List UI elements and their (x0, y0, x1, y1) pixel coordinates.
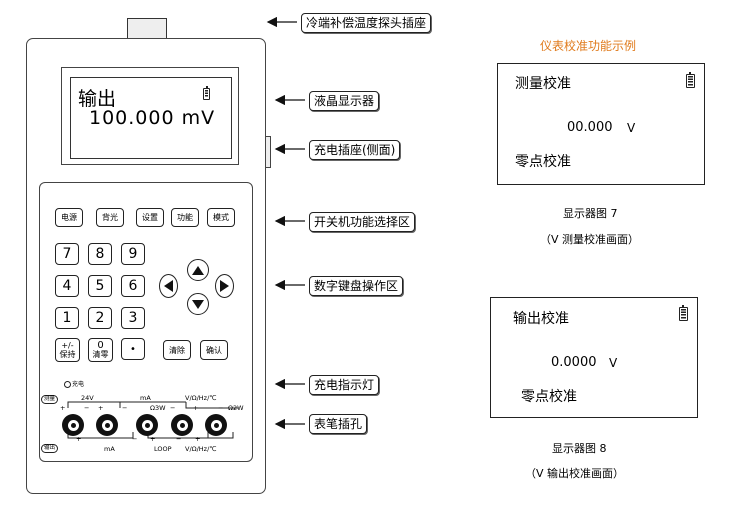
key-1[interactable]: 1 (55, 307, 79, 329)
label-minus-3: − (170, 404, 176, 412)
lcd-frame (61, 67, 239, 165)
screen7-subcaption: （V 测量校准画面） (540, 233, 640, 246)
arrow-right-icon (220, 280, 229, 292)
confirm-key[interactable]: 确认 (200, 340, 228, 360)
label-ohm2w: Ω2W (228, 404, 244, 412)
label-plus-1: + (60, 404, 66, 412)
callout-lcd: 液晶显示器 (309, 91, 380, 111)
key-4[interactable]: 4 (55, 275, 79, 297)
battery-icon (203, 86, 210, 100)
settings-key[interactable]: 设置 (136, 208, 164, 227)
lcd-mode-text: 输出 (78, 88, 117, 110)
screen7-title: 测量校准 (515, 76, 571, 92)
charge-led-label: 充电 (72, 381, 85, 388)
power-key[interactable]: 电源 (55, 208, 83, 227)
label-24v: 24V (81, 394, 94, 402)
arrow-up-icon (192, 265, 204, 275)
label-minus-2: − (122, 404, 128, 412)
jack-1[interactable] (62, 414, 84, 436)
jack-5[interactable] (205, 414, 227, 436)
screen8-title: 输出校准 (513, 311, 569, 327)
keypad-panel (39, 182, 253, 462)
arrow-right-key[interactable] (215, 274, 234, 298)
label-plus-5: + (76, 435, 82, 443)
key-7[interactable]: 7 (55, 243, 79, 265)
jack-2[interactable] (96, 414, 118, 436)
charge-indicator-led (64, 381, 71, 388)
label-ma-bottom: mA (104, 445, 115, 453)
mode-key[interactable]: 模式 (207, 208, 235, 227)
label-minus-6: − (176, 435, 182, 443)
example-screen-7 (497, 63, 705, 185)
callout-numeric-keys: 数字键盘操作区 (309, 276, 404, 296)
label-minus-1: − (84, 404, 90, 412)
key-2[interactable]: 2 (88, 307, 112, 329)
arrow-up-key[interactable] (187, 259, 209, 281)
lcd-display (70, 77, 232, 159)
callout-probe-socket: 冷端补偿温度探头插座 (301, 13, 432, 33)
screen7-caption: 显示器图 7 (563, 207, 618, 220)
function-key[interactable]: 功能 (171, 208, 199, 227)
key-9[interactable]: 9 (121, 243, 145, 265)
zero-clear-label: 清零 (92, 350, 109, 359)
key-5[interactable]: 5 (88, 275, 112, 297)
charge-port-side (266, 136, 271, 168)
label-plus-6: + (150, 435, 156, 443)
clear-key[interactable]: 清除 (163, 340, 191, 360)
key-3[interactable]: 3 (121, 307, 145, 329)
battery-icon (686, 72, 695, 88)
battery-icon (679, 305, 688, 321)
callout-function-keys: 开关机功能选择区 (309, 212, 416, 232)
screen7-unit: V (627, 121, 636, 135)
label-ma-top: mA (140, 394, 151, 402)
zero-clear-key[interactable]: 0 清零 (88, 338, 113, 362)
hold-label: 保持 (59, 350, 76, 359)
cold-junction-probe-socket (127, 18, 167, 39)
arrow-down-icon (192, 299, 204, 309)
decimal-point-key[interactable]: • (121, 338, 145, 360)
arrow-left-key[interactable] (159, 274, 178, 298)
key-8[interactable]: 8 (88, 243, 112, 265)
label-vhz-bottom: V/Ω/Hz/℃ (185, 445, 217, 453)
lcd-value-text: 100.000 mV (89, 107, 216, 129)
plus-minus-label: +/- (61, 341, 74, 350)
callout-charge-led: 充电指示灯 (309, 375, 380, 395)
screen8-caption: 显示器图 8 (552, 442, 607, 455)
plus-minus-hold-key[interactable]: +/- 保持 (55, 338, 80, 362)
key-6[interactable]: 6 (121, 275, 145, 297)
callout-charge-port: 充电插座(侧面) (309, 140, 401, 160)
arrow-left-icon (164, 280, 173, 292)
screen7-value: 00.000 (567, 120, 613, 135)
arrow-down-key[interactable] (187, 293, 209, 315)
screen8-unit: V (609, 356, 618, 370)
backlight-key[interactable]: 背光 (96, 208, 124, 227)
label-plus-2: + (98, 404, 104, 412)
output-tag: 输出 (41, 444, 59, 453)
label-plus-7: + (195, 435, 201, 443)
screen8-value: 0.0000 (551, 355, 597, 370)
measure-tag: 测量 (41, 395, 59, 404)
screen8-zero-cal: 零点校准 (521, 389, 577, 405)
example-screen-8 (490, 297, 698, 418)
screen8-subcaption: （V 输出校准画面） (525, 467, 625, 480)
callout-jacks: 表笔插孔 (309, 414, 368, 434)
zero-label: 0 (97, 340, 104, 351)
label-ohm3w: Ω3W (150, 404, 166, 412)
screen7-zero-cal: 零点校准 (515, 154, 571, 170)
label-minus-4: − (218, 404, 224, 412)
label-minus-5: − (132, 435, 138, 443)
jack-4[interactable] (171, 414, 193, 436)
examples-title: 仪表校准功能示例 (540, 39, 637, 53)
label-loop: LOOP (154, 445, 172, 453)
label-vhz-top: V/Ω/Hz/℃ (185, 394, 217, 402)
jack-3[interactable] (136, 414, 158, 436)
label-plus-3: + (193, 404, 199, 412)
